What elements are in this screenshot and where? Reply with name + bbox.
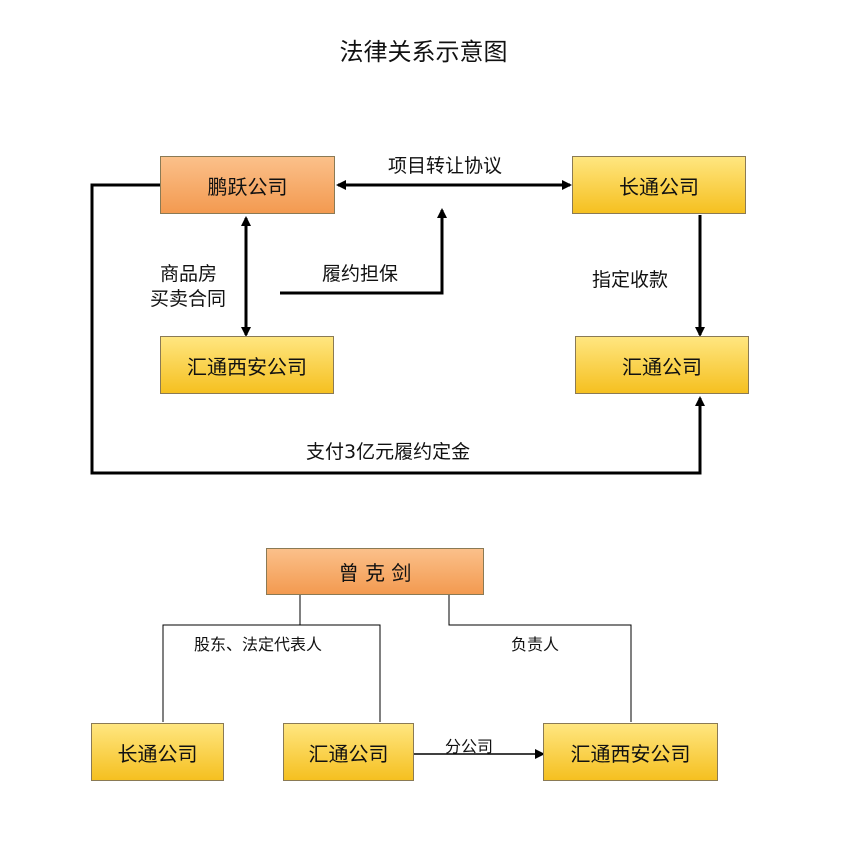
changtong-company-box: 长通公司 (572, 156, 746, 214)
changtong-company-box-2: 长通公司 (91, 723, 224, 781)
deposit-label: 支付3亿元履约定金 (306, 441, 471, 463)
pengyue-company-box: 鹏跃公司 (160, 156, 335, 214)
shareholder-line (162, 595, 301, 722)
responsible-line (448, 595, 632, 722)
huitong-company-label-2: 汇通公司 (308, 741, 389, 766)
designated-collection-label: 指定收款 (592, 269, 669, 291)
guarantee-label: 履约担保 (322, 263, 399, 285)
deposit-arrow (90, 183, 705, 475)
changtong-company-label-2: 长通公司 (117, 741, 198, 766)
guarantee-arrow (280, 208, 447, 295)
sales-contract-label-2: 买卖合同 (150, 288, 227, 310)
rep-line (300, 624, 381, 722)
responsible-person-label: 负责人 (511, 635, 560, 654)
zeng-kejian-box: 曾 克 剑 (266, 548, 484, 595)
changtong-company-label: 长通公司 (619, 174, 699, 199)
transfer-agreement-label: 项目转让协议 (388, 155, 503, 177)
branch-label: 分公司 (445, 737, 494, 756)
huitong-company-box-2: 汇通公司 (283, 723, 414, 781)
huitong-company-box: 汇通公司 (575, 336, 749, 394)
huitong-xian-company-box-2: 汇通西安公司 (543, 723, 718, 781)
zeng-kejian-label: 曾 克 剑 (338, 561, 412, 585)
huitong-xian-company-box: 汇通西安公司 (160, 336, 334, 394)
pengyue-company-label: 鹏跃公司 (207, 174, 288, 199)
sales-contract-label-1: 商品房 (160, 263, 218, 285)
shareholder-rep-label: 股东、法定代表人 (194, 635, 323, 654)
huitong-xian-company-label: 汇通西安公司 (187, 354, 307, 379)
huitong-company-label: 汇通公司 (622, 354, 702, 379)
huitong-xian-company-label-2: 汇通西安公司 (570, 741, 691, 766)
page-title: 法律关系示意图 (339, 38, 508, 66)
